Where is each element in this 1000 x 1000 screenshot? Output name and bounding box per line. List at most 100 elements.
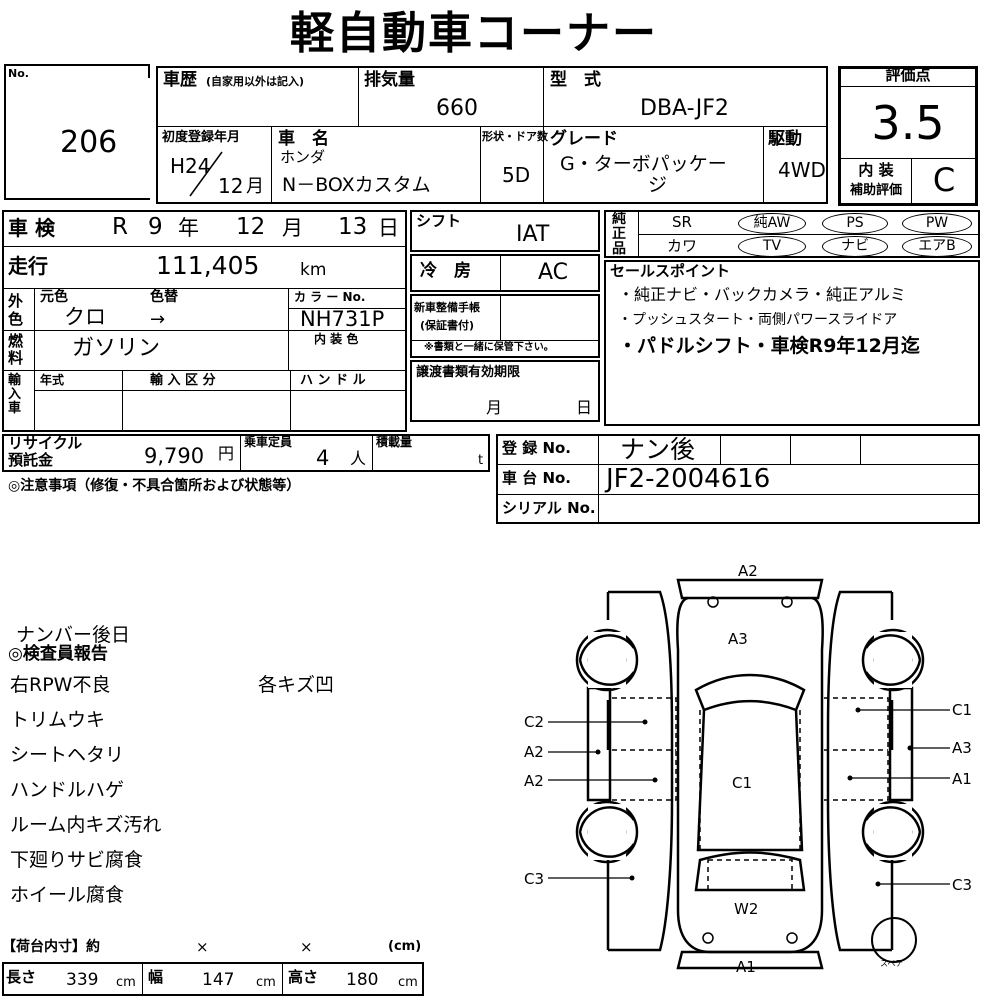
shift-box xyxy=(410,210,600,252)
change-color: → xyxy=(150,309,166,330)
first-reg-slash xyxy=(189,151,223,197)
orig-color-label: 元色 xyxy=(40,289,68,305)
import-year-label: 年式 xyxy=(40,373,65,387)
equip-pw: PW xyxy=(902,213,972,234)
capacity-value: 4 xyxy=(316,446,330,470)
registration-label: 登 録 No. xyxy=(502,439,572,457)
color-label: 外色 xyxy=(8,292,24,328)
transfer-box xyxy=(410,360,600,422)
aircon-value: AC xyxy=(538,260,569,285)
change-color-label: 色替 xyxy=(150,289,178,305)
diag-a3-right: A3 xyxy=(952,739,972,757)
diag-w2: W2 xyxy=(734,900,758,918)
maintenance-label-2: (保証書付) xyxy=(420,319,475,332)
interior-score: C xyxy=(932,161,956,199)
model-value: DBA-JF2 xyxy=(640,96,729,121)
doors-value: 5D xyxy=(502,163,531,187)
cargo-height-unit: cm xyxy=(398,975,418,990)
diag-a1-bottom: A1 xyxy=(736,958,756,976)
diag-a2-left-1: A2 xyxy=(524,743,544,761)
recycle-label-2: 預託金 xyxy=(8,451,54,469)
interior-label-2: 補助評価 xyxy=(849,183,902,198)
inspector-item: シートヘタリ xyxy=(10,744,125,766)
recycle-value: 9,790 xyxy=(144,444,205,468)
cargo-length-label: 長さ xyxy=(6,968,37,986)
fuel-label: 燃料 xyxy=(8,332,24,367)
sales-points-label: セールスポイント xyxy=(610,262,731,280)
history-label: 車歴 xyxy=(163,70,197,90)
inspector-item: ハンドルハゲ xyxy=(10,779,125,801)
shift-label: シフト xyxy=(416,212,462,230)
score-label: 評価点 xyxy=(885,66,931,84)
cargo-height-label: 高さ xyxy=(288,968,319,986)
cargo-times-1: × xyxy=(196,938,209,956)
import-label: 輸入車 xyxy=(8,373,22,416)
diag-c3-left: C3 xyxy=(524,870,544,888)
cargo-width: 147 xyxy=(202,970,235,990)
shaken-era: R xyxy=(112,214,128,240)
shaken-day-unit: 日 xyxy=(378,216,399,240)
diag-c2-left: C2 xyxy=(524,713,544,731)
recycle-unit: 円 xyxy=(218,444,235,463)
grade-value-line1: G・ターボパッケー xyxy=(560,153,727,175)
color-code: NH731P xyxy=(300,307,385,331)
cargo-unit-label: (cm) xyxy=(388,939,422,954)
displacement-value: 660 xyxy=(436,96,478,121)
model-label: 型 式 xyxy=(550,70,601,90)
grade-label: グレード xyxy=(550,129,618,149)
equip-alloy-wheel: 純AW xyxy=(738,213,806,234)
first-reg-month-unit: 月 xyxy=(246,176,264,197)
shaken-label: 車 検 xyxy=(8,216,55,240)
diag-c1-right: C1 xyxy=(952,701,972,719)
first-reg-label: 初度登録年月 xyxy=(162,130,241,145)
shaken-month-unit: 月 xyxy=(282,216,303,240)
cargo-label: 【荷台内寸】約 xyxy=(2,939,100,955)
cargo-times-2: × xyxy=(300,938,313,956)
import-handle-label: ハ ン ド ル xyxy=(300,373,366,388)
serial-label: シリアル No. xyxy=(502,499,596,517)
cargo-height: 180 xyxy=(346,970,379,990)
inspector-item: ルーム内キズ汚れ xyxy=(10,814,162,836)
car-model-name: N－BOXカスタム xyxy=(282,174,431,196)
import-class-label: 輸 入 区 分 xyxy=(150,373,216,388)
orig-color: クロ xyxy=(64,305,106,329)
shaken-month: 12 xyxy=(236,214,266,240)
score-value: 3.5 xyxy=(871,96,945,150)
cargo-width-label: 幅 xyxy=(148,968,164,986)
sales-point-2: ・プッシュスタート・両側パワースライドア xyxy=(618,312,898,328)
diag-a2-left-2: A2 xyxy=(524,772,544,790)
equip-sr: SR xyxy=(672,213,692,231)
color-code-label: カ ラ ー No. xyxy=(294,290,366,304)
capacity-label: 乗車定員 xyxy=(244,435,293,449)
inspector-item: 右RPW不良 xyxy=(10,674,111,696)
maintenance-note: ※書類と一緒に保管下さい。 xyxy=(424,342,554,353)
load-unit: t xyxy=(478,453,484,468)
shaken-year-unit: 年 xyxy=(178,216,199,240)
shift-value: IAT xyxy=(516,222,550,247)
transfer-day: 日 xyxy=(576,398,593,417)
drive-label: 駆動 xyxy=(768,129,802,149)
first-reg-month: 12 xyxy=(218,174,244,198)
inspector-side-note: 各キズ凹 xyxy=(258,674,335,696)
interior-label-1: 内 装 xyxy=(858,161,894,179)
chassis-number: JF2-2004616 xyxy=(606,464,771,494)
equip-tv: TV xyxy=(738,236,806,257)
car-name-label: 車 名 xyxy=(278,129,329,149)
equip-leather: カワ xyxy=(666,237,697,255)
lot-label: No. xyxy=(8,67,29,80)
history-note: (自家用以外は記入) xyxy=(206,75,305,88)
shaken-year: 9 xyxy=(148,214,163,240)
diag-c3-right: C3 xyxy=(952,876,972,894)
notes-label: ◎注意事項（修復・不具合箇所および状態等） xyxy=(8,478,301,494)
interior-color-label: 内 装 色 xyxy=(314,332,359,346)
recycle-label-1: リサイクル xyxy=(8,434,83,452)
diag-spare: スペア xyxy=(880,959,903,968)
equip-airbag: エアB xyxy=(902,236,972,257)
equip-navi: ナビ xyxy=(822,236,888,257)
displacement-label: 排気量 xyxy=(364,70,415,90)
diag-a1-right: A1 xyxy=(952,770,972,788)
transfer-label: 譲渡書類有効期限 xyxy=(416,365,521,380)
recycle-box xyxy=(2,434,490,472)
maintenance-label-1: 新車整備手帳 xyxy=(414,301,480,314)
drive-value: 4WD xyxy=(778,158,826,182)
